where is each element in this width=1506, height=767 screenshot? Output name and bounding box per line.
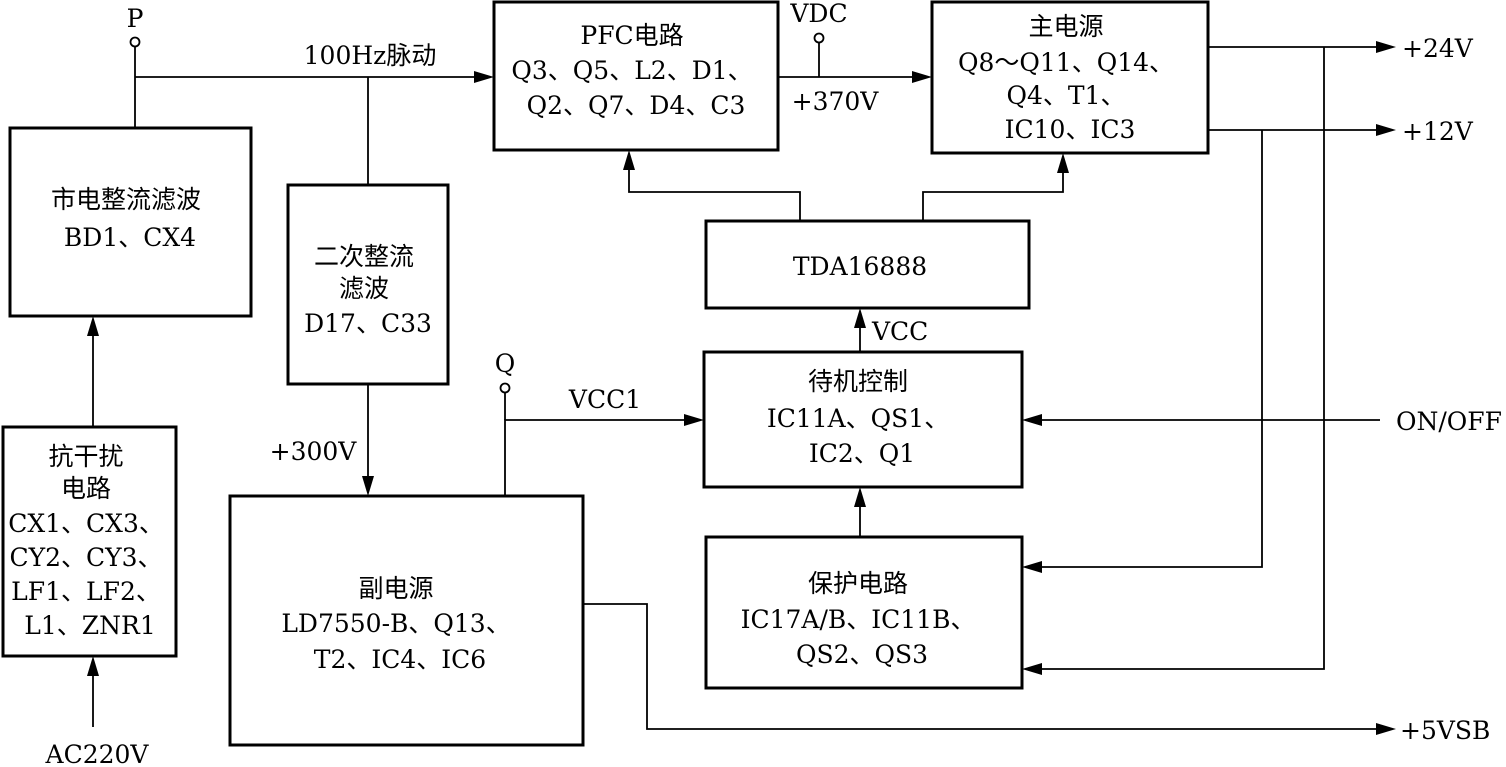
block-protection-line-3: QS2、QS3 [796,640,928,669]
block-standby-control-text: 待机控制 IC11A、QS1、 IC2、Q1 [767,367,957,468]
on-off-label: ON/OFF [1396,407,1502,436]
arrow-out-12v [1376,124,1396,136]
block-tda16888-line-1: TDA16888 [793,252,927,281]
block-aux-power-frame [228,494,585,747]
block-emi-filter: 抗干扰 电路 CX1、CX3、 CY2、CY3、 LF1、LF2、 L1、ZNR… [1,425,178,658]
arrow-out-5vsb [1376,723,1396,735]
block-emi-filter-line-1: 抗干扰 [49,442,124,471]
block-emi-filter-text: 抗干扰 电路 CX1、CX3、 CY2、CY3、 LF1、LF2、 L1、ZNR… [8,442,172,640]
wire-12v-feedback [1032,130,1263,568]
arrow-into-protection-12v [1022,561,1042,573]
block-pfc-text: PFC电路 Q3、Q5、L2、D1、 Q2、Q7、D4、C3 [511,21,760,120]
wire-tda-to-main [922,163,1064,221]
block-rectifier-line-1: 市电整流滤波 [51,185,201,214]
node-p-terminal [129,36,141,48]
block-standby-control: 待机控制 IC11A、QS1、 IC2、Q1 [702,350,1024,489]
node-vdc-terminal [813,32,825,44]
block-rectifier-frame [8,126,253,318]
block-tda16888-text: TDA16888 [793,252,927,281]
block-protection: 保护电路 IC17A/B、IC11B、 QS2、QS3 [704,535,1024,690]
arrow-into-emi [87,656,99,676]
arrow-into-tda [854,308,866,328]
block-secondary-rectifier-line-3: D17、C33 [304,309,432,338]
v370-label: +370V [792,87,880,116]
block-standby-control-line-3: IC2、Q1 [809,439,915,468]
block-emi-filter-line-6: L1、ZNR1 [24,611,155,640]
block-emi-filter-line-2: 电路 [61,474,111,503]
wire-q-to-standby [504,419,694,497]
arrow-into-protection-24v [1022,663,1042,675]
out-5vsb-label: +5VSB [1400,716,1490,745]
arrow-into-rectifier [87,316,99,336]
arrow-tda-into-pfc [623,150,635,170]
terminal-nodes [129,32,825,394]
block-main-power-line-3: Q4、T1、 [1007,81,1126,110]
block-rectifier-text: 市电整流滤波 BD1、CX4 [51,185,209,252]
block-rectifier-line-2: BD1、CX4 [64,223,196,252]
block-secondary-rectifier-line-2: 滤波 [339,274,389,303]
block-protection-text: 保护电路 IC17A/B、IC11B、 QS2、QS3 [741,569,984,669]
block-secondary-rectifier-text: 二次整流 滤波 D17、C33 [304,242,432,338]
arrow-into-standby-bottom [854,487,866,507]
block-aux-power-text: 副电源 LD7550-B、Q13、 T2、IC4、IC6 [281,574,518,674]
block-protection-line-2: IC17A/B、IC11B、 [741,605,976,634]
block-standby-control-frame [702,350,1024,489]
block-pfc-frame [492,0,780,152]
block-pfc-line-3: Q2、Q7、D4、C3 [527,91,746,120]
block-secondary-rectifier-frame [286,183,450,386]
block-pfc: PFC电路 Q3、Q5、L2、D1、 Q2、Q7、D4、C3 [492,0,780,152]
block-tda16888: TDA16888 [704,219,1031,310]
block-emi-filter-line-4: CY2、CY3、 [9,543,162,572]
block-main-power-frame [930,0,1210,155]
node-q-label: Q [495,349,516,378]
vcc1-label: VCC1 [568,385,641,414]
wires [92,43,1386,730]
block-aux-power: 副电源 LD7550-B、Q13、 T2、IC4、IC6 [228,494,585,747]
block-standby-control-line-1: 待机控制 [808,367,908,396]
wire-tda-to-pfc [628,160,801,221]
vcc-label: VCC [871,317,928,346]
node-q-terminal [499,382,511,394]
arrowheads [87,41,1396,735]
block-pfc-line-2: Q3、Q5、L2、D1、 [511,56,752,85]
block-emi-filter-frame [1,425,178,658]
wire-24v-feedback [1032,47,1325,670]
ac-input-label: AC220V [45,740,150,767]
arrow-into-aux-power [362,476,374,496]
block-main-power: 主电源 Q8～Q11、Q14、 Q4、T1、 IC10、IC3 [930,0,1210,155]
block-tda16888-frame [704,219,1031,310]
block-main-power-line-2: Q8～Q11、Q14、 [958,48,1174,77]
arrow-tda-into-main [1057,153,1069,173]
arrow-onoff-into-standby [1022,414,1042,426]
block-main-power-line-1: 主电源 [1029,12,1104,41]
node-p-label: P [127,4,144,33]
wire-out-5vsb [583,603,1386,730]
pulse-label: 100Hz脉动 [304,41,437,70]
block-secondary-rectifier-line-1: 二次整流 [314,242,414,271]
arrow-vcc1-into-standby [684,414,704,426]
block-protection-line-1: 保护电路 [808,569,908,598]
block-secondary-rectifier: 二次整流 滤波 D17、C33 [286,183,450,386]
block-aux-power-line-1: 副电源 [359,574,434,603]
block-emi-filter-line-5: LF1、LF2、 [11,577,161,606]
block-protection-frame [704,535,1024,690]
block-main-power-text: 主电源 Q8～Q11、Q14、 Q4、T1、 IC10、IC3 [958,12,1182,144]
signal-labels: P 100Hz脉动 VDC +370V +24V +12V VCC Q VCC1… [45,0,1502,767]
block-emi-filter-line-3: CX1、CX3、 [8,509,164,538]
vdc-label: VDC [789,0,847,28]
out-24v-label: +24V [1402,34,1474,63]
block-pfc-line-1: PFC电路 [580,21,683,50]
arrow-into-pfc [474,71,494,83]
arrow-out-24v [1376,41,1396,53]
out-12v-label: +12V [1402,117,1474,146]
block-standby-control-line-2: IC11A、QS1、 [767,404,949,433]
block-aux-power-line-2: LD7550-B、Q13、 [281,609,510,638]
block-main-power-line-4: IC10、IC3 [1005,115,1136,144]
block-aux-power-line-3: T2、IC4、IC6 [314,645,486,674]
arrow-into-main-power [912,71,932,83]
block-rectifier: 市电整流滤波 BD1、CX4 [8,126,253,318]
v300-label: +300V [270,437,358,466]
